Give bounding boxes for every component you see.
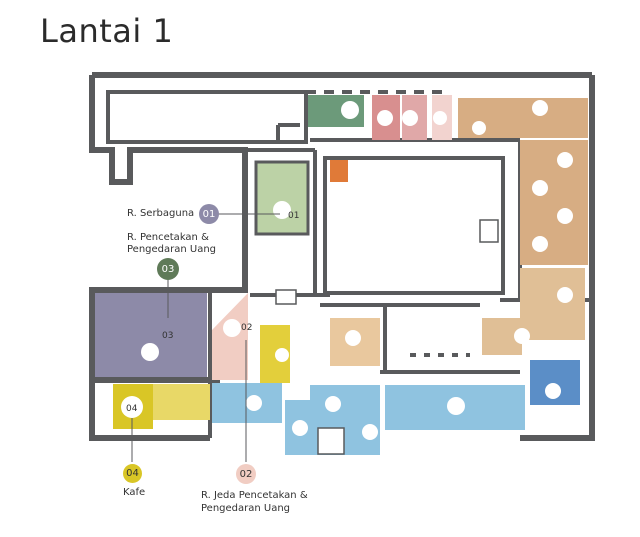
label-kafe: Kafe (123, 487, 146, 498)
label-jeda-line2: Pengedaran Uang (201, 503, 291, 514)
room-markers (141, 100, 573, 440)
badge-04[interactable]: 04 (123, 464, 142, 483)
leader-lines (131, 213, 280, 462)
wood-rooms (330, 98, 588, 366)
badge-03[interactable]: 03 (157, 258, 179, 280)
label-pencetakan-line1: R. Pencetakan & (127, 232, 209, 243)
label-jeda-line1: R. Jeda Pencetakan & (201, 490, 308, 501)
room-03-plan-label: 03 (162, 331, 173, 341)
room-02-plan-label: 02 (241, 323, 252, 333)
floor-title: Lantai 1 (40, 12, 174, 50)
label-pencetakan-line2: Pengedaran Uang (127, 244, 217, 255)
badge-02[interactable]: 02 (236, 464, 256, 484)
room-03-area[interactable] (95, 293, 207, 377)
badge-01[interactable]: 01 (199, 204, 219, 224)
room-01-plan-label: 01 (288, 211, 299, 221)
room-04-plan-label: 04 (126, 404, 138, 414)
label-serbaguna: R. Serbaguna (127, 208, 195, 219)
stairs (275, 219, 499, 455)
room-04-area[interactable] (113, 325, 290, 429)
outer-walls (89, 72, 595, 441)
room-01-area[interactable] (254, 160, 310, 236)
